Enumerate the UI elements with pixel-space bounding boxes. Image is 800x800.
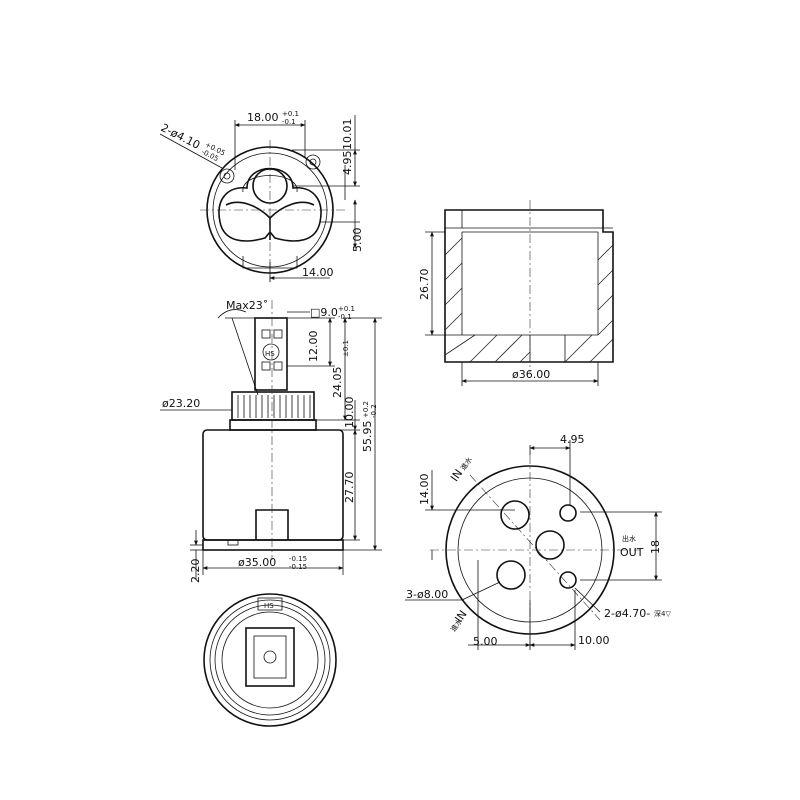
side-max-angle: Max23˚ — [226, 299, 268, 312]
top-dim-4-95: 4.95 — [341, 151, 354, 176]
side-dia-23-20: ø23.20 — [162, 397, 200, 410]
side-stem-square: □9.0 — [310, 306, 338, 319]
top-hole-pitch-tol-upper: +0.1 — [282, 110, 299, 118]
side-dim-24-05-tol: ±0.1 — [342, 340, 350, 357]
side-dim-27-70: 27.70 — [343, 472, 356, 504]
side-stem-tol-lower: -0.1 — [338, 313, 352, 321]
side-view: HS — [160, 299, 382, 583]
top-view: 18.00 +0.1 -0.1 2-ø4.10 +0.05 -0.05 10.0… — [159, 110, 364, 282]
inlet-hole-upper — [500, 500, 530, 530]
base-plan-view: HS — [203, 593, 337, 727]
small-hole-lower — [559, 571, 577, 589]
top-view-cam-outline — [218, 167, 322, 242]
inlet-hole-lower — [496, 560, 526, 590]
side-logo-text: HS — [265, 350, 275, 358]
port-dim-14-00: 14.00 — [418, 474, 431, 506]
side-dim-2-20: 2.20 — [189, 559, 202, 584]
small-hole-upper — [559, 504, 577, 522]
port-dim-5-00: 5.00 — [473, 635, 498, 648]
top-dim-14-00: 14.00 — [302, 266, 334, 279]
label-out-cn: 出水 — [622, 534, 636, 543]
port-holes-small: 2-ø4.70- — [604, 607, 650, 620]
port-holes-large: 3-ø8.00 — [406, 588, 448, 601]
side-dia-35-00: ø35.00 — [238, 556, 276, 569]
side-dim-55-95: 55.95 — [361, 421, 374, 453]
port-dim-18: 18 — [649, 540, 662, 554]
side-dia-35-tol-lower: -0.15 — [289, 563, 307, 571]
port-dim-10-00: 10.00 — [578, 634, 610, 647]
top-hole-pitch-tol-lower: -0.1 — [282, 118, 296, 126]
side-dim-10-00: 10.00 — [343, 397, 356, 429]
top-dim-10-01: 10.01 — [341, 119, 354, 151]
section-height: 26.70 — [418, 269, 431, 301]
section-diameter: ø36.00 — [512, 368, 550, 381]
side-dim-55-95-tol-lower: -0.2 — [370, 404, 378, 418]
side-stem-tol-upper: +0.1 — [338, 305, 355, 313]
label-in-top-cn: 進水 — [459, 455, 474, 472]
outlet-hole — [535, 530, 565, 560]
port-holes-small-suffix: 深4▽ — [654, 609, 671, 618]
base-logo-text: HS — [264, 602, 274, 610]
side-dim-55-95-tol-upper: +0.2 — [362, 401, 370, 418]
label-out: OUT — [620, 546, 644, 559]
section-view: 26.70 ø36.00 — [418, 200, 614, 386]
side-dia-35-tol-upper: -0.15 — [289, 555, 307, 563]
port-view: 4.95 14.00 18 5.00 10.00 3-ø8.00 2-ø4.70… — [405, 433, 671, 650]
port-dim-4-95: 4.95 — [560, 433, 585, 446]
side-dim-24-05: 24.05 — [331, 367, 344, 399]
side-dim-12-00: 12.00 — [307, 331, 320, 363]
top-hole-pitch: 18.00 — [247, 111, 279, 124]
top-dim-5-00: 5.00 — [351, 228, 364, 253]
